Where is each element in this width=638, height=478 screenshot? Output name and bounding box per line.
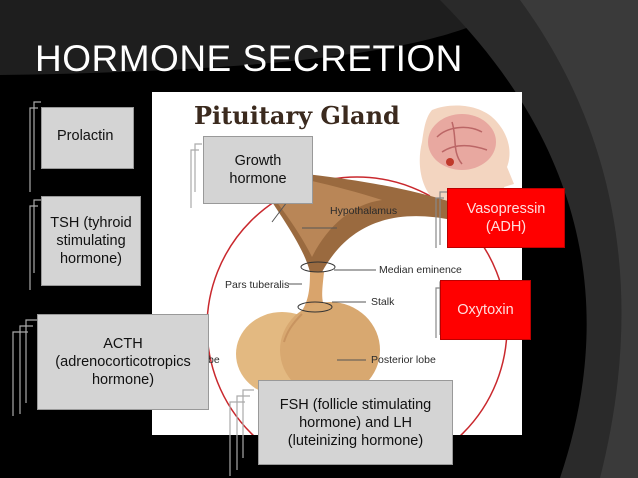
oxytoxin-label: Oxytoxin xyxy=(457,302,514,318)
vasopressin-label: Vasopressin (ADH) xyxy=(466,201,546,235)
label-anterior-lobe-fragment: be xyxy=(208,354,220,366)
growth-hormone-box: Growth hormone xyxy=(203,136,313,204)
fsh-lh-box: FSH (follicle stimulating hormone) and L… xyxy=(258,380,453,465)
label-pars-tuberalis: Pars tuberalis xyxy=(225,279,290,291)
bracket-tsh xyxy=(29,199,41,290)
oxytoxin-box: Oxytoxin xyxy=(440,280,531,340)
growth-hormone-label: Growth hormone xyxy=(229,153,287,187)
tsh-label: TSH (tyhroid stimulating hormone) xyxy=(50,215,132,267)
bracket-growth xyxy=(190,143,202,208)
acth-box: ACTH (adrenocorticotropics hormone) xyxy=(37,314,209,410)
label-stalk: Stalk xyxy=(371,296,395,308)
bracket-vasopressin xyxy=(435,191,447,248)
label-posterior-lobe: Posterior lobe xyxy=(371,354,436,366)
bracket-acth xyxy=(12,319,37,416)
bracket-fsh xyxy=(229,389,254,476)
prolactin-label: Prolactin xyxy=(57,128,114,144)
slide-title: HORMONE SECRETION xyxy=(35,38,463,79)
prolactin-box: Prolactin xyxy=(41,107,134,169)
label-hypothalamus: Hypothalamus xyxy=(330,205,398,217)
vasopressin-box: Vasopressin (ADH) xyxy=(447,188,565,248)
acth-label: ACTH (adrenocorticotropics hormone) xyxy=(55,336,191,388)
tsh-box: TSH (tyhroid stimulating hormone) xyxy=(41,196,141,286)
label-median-eminence: Median eminence xyxy=(379,264,462,276)
bracket-prolactin xyxy=(29,101,41,192)
diagram-title: Pituitary Gland xyxy=(194,101,400,130)
fsh-lh-label: FSH (follicle stimulating hormone) and L… xyxy=(279,396,432,449)
pituitary-illustration xyxy=(206,105,514,435)
